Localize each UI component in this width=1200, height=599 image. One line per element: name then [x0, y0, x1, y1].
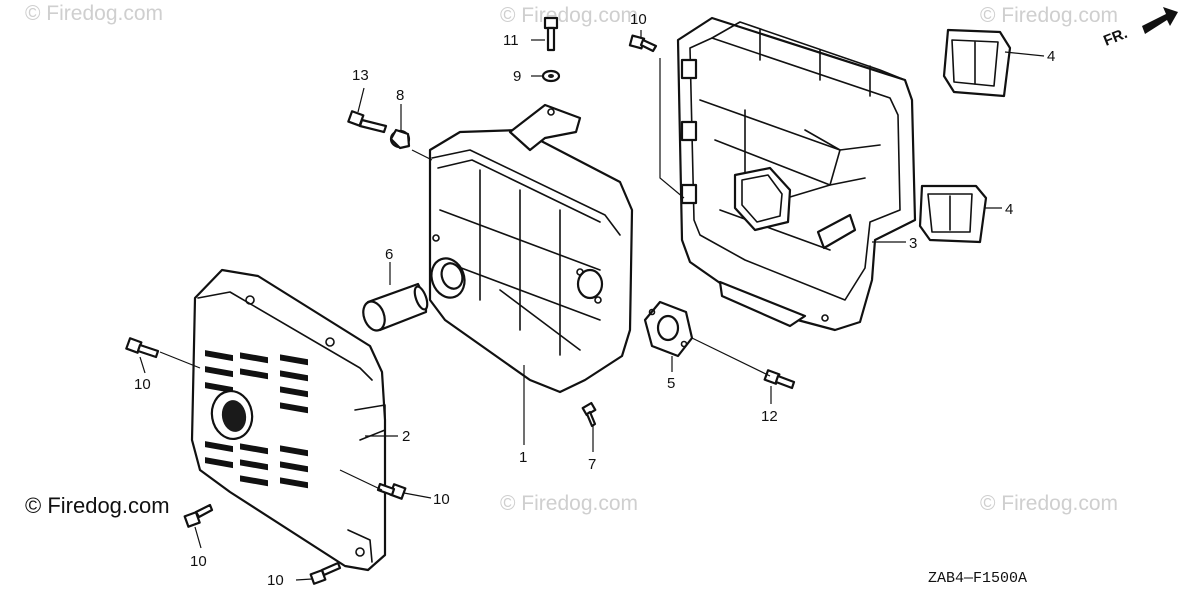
rubber-cap-upper: [942, 28, 1012, 98]
callout-bolt-13: 13: [352, 67, 369, 84]
flange-bolt-12: [763, 369, 796, 390]
exhaust-pipe: [362, 282, 429, 332]
callout-bolt-10-left: 10: [134, 376, 151, 393]
callout-bolt-10-bottom: 10: [267, 572, 284, 589]
callout-washer: 9: [513, 68, 521, 85]
watermark-bottom-center: © Firedog.com: [500, 492, 638, 515]
callout-bolt-10-right: 10: [433, 491, 450, 508]
callout-gasket: 5: [667, 375, 675, 392]
callout-bolt-10-top: 10: [630, 11, 647, 28]
flange-bolt-10-bottom: [309, 561, 342, 585]
callout-collar: 8: [396, 87, 404, 104]
front-direction-label: FR.: [1101, 25, 1130, 50]
flange-bolt-10-lower-left: [183, 503, 214, 528]
callout-bolt-10-lower-left: 10: [190, 553, 207, 570]
diagram-code: ZAB4—F1500A: [928, 570, 1027, 587]
callout-protector: 2: [402, 428, 410, 445]
callout-bolt-12: 12: [761, 408, 778, 425]
muffler-cover: [676, 16, 917, 332]
flange-bolt-10-top: [628, 34, 658, 53]
watermark-top-right: © Firedog.com: [980, 4, 1118, 27]
callout-bolt-11: 11: [503, 32, 519, 49]
callout-rubber-cap-lower: 4: [1005, 201, 1013, 218]
watermark-main: © Firedog.com: [25, 493, 170, 518]
callout-screw: 7: [588, 456, 596, 473]
flange-bolt-top: [543, 16, 559, 52]
tapping-screw: [581, 401, 597, 428]
callout-exhaust-pipe: 6: [385, 246, 393, 263]
watermark-bottom-right: © Firedog.com: [980, 492, 1118, 515]
muffler-gasket: [643, 300, 694, 358]
watermark-top-center: © Firedog.com: [500, 4, 638, 27]
rubber-cap-lower: [918, 184, 988, 244]
flange-bolt-10-left: [125, 337, 160, 359]
muffler-protector: [190, 268, 387, 572]
muffler-body: [428, 103, 634, 394]
flange-bolt-10-right: [376, 482, 407, 500]
watermark-top-left: © Firedog.com: [25, 2, 163, 25]
callout-rubber-cap-upper: 4: [1047, 48, 1055, 65]
collar: [389, 128, 411, 150]
leader-lines: [139, 30, 1045, 581]
callout-cover: 3: [909, 235, 917, 252]
callout-muffler: 1: [519, 449, 527, 466]
flange-bolt-left: [347, 110, 388, 134]
